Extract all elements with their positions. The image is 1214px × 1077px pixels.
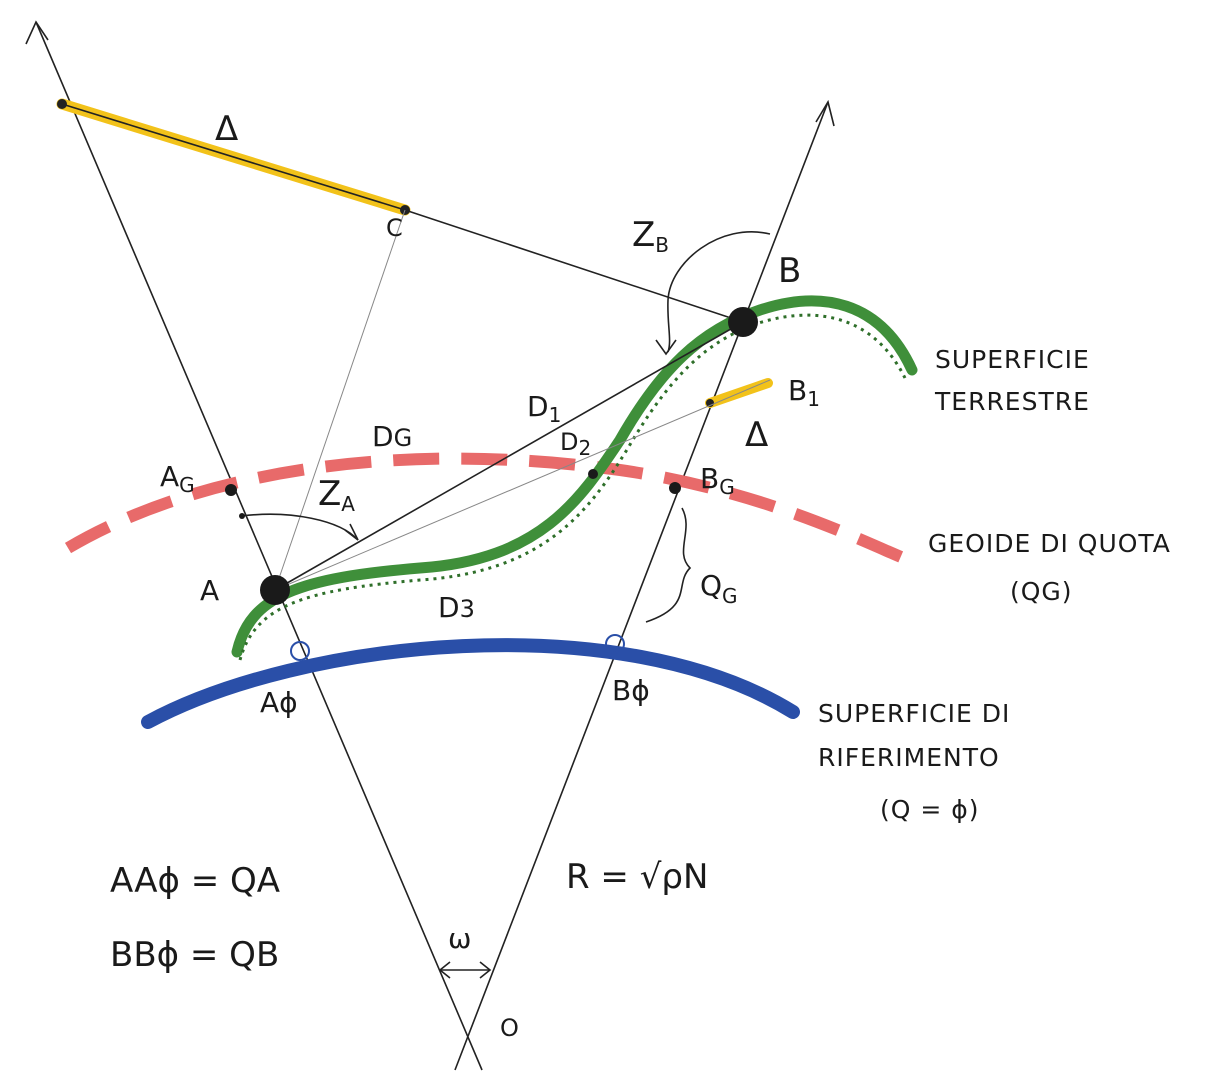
za-label: ZA: [318, 474, 355, 516]
za-arc-arrow: [344, 523, 359, 541]
vertical-line-b: [454, 101, 829, 1071]
formula-qa: AAϕ = QA: [110, 861, 280, 901]
line-d2: [274, 379, 771, 591]
qg-label: QG: [700, 569, 738, 608]
o-label: O: [500, 1014, 519, 1042]
terrain-caption-line1: SUPERFICIE: [935, 345, 1090, 374]
a0-label: Aϕ: [260, 686, 298, 719]
geoid-caption-line1: GEOIDE DI QUOTA: [928, 529, 1171, 558]
formula-qb: BBϕ = QB: [110, 935, 279, 975]
d2-label: D2: [560, 428, 591, 460]
formula-r: R = √ρN: [566, 857, 708, 897]
reference-surface: [141, 638, 800, 729]
bg-label: BG: [700, 462, 735, 499]
za-arc-start: [239, 513, 245, 519]
d3-label: D3: [438, 591, 475, 624]
b1-label: B1: [788, 374, 820, 411]
ag-label: AG: [160, 460, 195, 497]
line-c-a: [274, 209, 406, 591]
delta-line-top: [61, 103, 406, 211]
ag-point: [225, 484, 237, 496]
delta-small-label: Δ: [745, 415, 768, 455]
zb-label: ZB: [632, 215, 669, 257]
vertical-line-a-arrow: [25, 20, 49, 45]
dg-label: DG: [372, 420, 412, 453]
b-label: B: [778, 251, 801, 291]
reference-caption-line3: (Q = ϕ): [880, 795, 980, 824]
d2-intersection-point: [588, 469, 598, 479]
a-label: A: [200, 574, 219, 607]
reference-caption-line2: RIFERIMENTO: [818, 743, 1000, 772]
vertical-line-b-arrow: [815, 99, 835, 127]
zb-arc-arrow: [655, 339, 677, 356]
a0-point: [290, 641, 310, 661]
b0-point: [605, 634, 625, 654]
a-point: [260, 575, 290, 605]
terrain-caption-line2: TERRESTRE: [934, 387, 1090, 416]
d1-label: D1: [527, 390, 561, 427]
b-point: [728, 307, 758, 337]
c-label: C: [386, 214, 403, 242]
reference-caption-line1: SUPERFICIE DI: [818, 699, 1010, 728]
omega-label: ω: [448, 922, 471, 955]
vertical-line-a: [35, 21, 483, 1071]
zb-arc: [667, 231, 771, 353]
line-d1: [274, 321, 744, 591]
delta-top-point: [57, 99, 67, 109]
bg-point: [669, 482, 681, 494]
omega-arrow-left: [438, 961, 451, 979]
b0-label: Bϕ: [612, 674, 650, 707]
qg-brace: [645, 507, 692, 623]
omega-arrow-right: [479, 961, 492, 979]
geoid-surface: [64, 452, 911, 566]
delta-top-label: Δ: [215, 109, 238, 149]
geoid-caption-line2: (QG): [1010, 577, 1073, 606]
terrain-hatching: [238, 313, 907, 661]
line-c-b: [404, 209, 744, 323]
